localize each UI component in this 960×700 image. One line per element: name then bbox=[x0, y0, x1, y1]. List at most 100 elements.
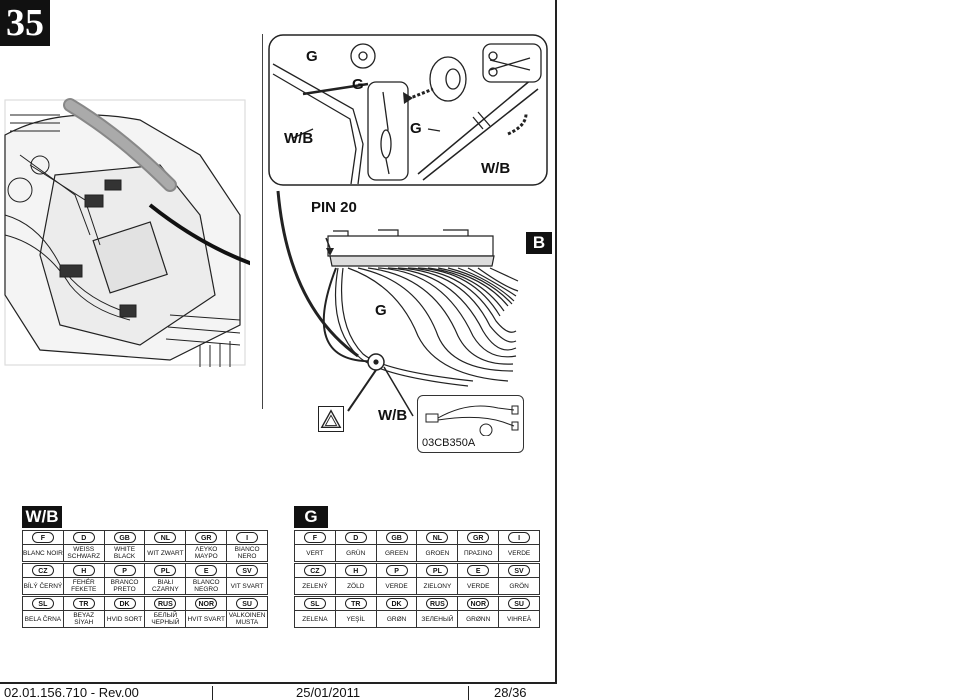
country-code-badge: E bbox=[195, 565, 218, 576]
table-row: SL TR DK RUS NOR SU bbox=[22, 594, 268, 611]
connector-harness-illustration bbox=[276, 190, 519, 417]
color-name-cell: ZELENA bbox=[294, 610, 336, 628]
color-name-cell: GRØNN bbox=[457, 610, 500, 628]
table-row: SL TR DK RUS NOR SU bbox=[294, 594, 540, 611]
harness-code: 03CB350A bbox=[422, 437, 476, 449]
country-code-badge: H bbox=[72, 565, 95, 576]
country-code-badge: RUS bbox=[426, 598, 449, 609]
detail-label-g-right: G bbox=[410, 120, 422, 137]
country-code-badge: PL bbox=[426, 565, 449, 576]
color-name-cell: VERT bbox=[294, 544, 336, 563]
country-code-badge: NL bbox=[426, 532, 449, 543]
country-code-badge: GR bbox=[195, 532, 218, 543]
color-name-cell: VERDE bbox=[498, 544, 540, 563]
detail-label-wb-left: W/B bbox=[284, 130, 314, 147]
color-name-cell: GRØN bbox=[375, 610, 418, 628]
country-code-badge: TR bbox=[72, 598, 95, 609]
connector-label-wb: W/B bbox=[378, 407, 408, 424]
color-name-cell: YEŞİL bbox=[334, 610, 377, 628]
country-code-badge: RUS bbox=[154, 598, 177, 609]
color-name-cell: VIHREÄ bbox=[498, 610, 540, 628]
country-code-badge: P bbox=[385, 565, 408, 576]
country-code-badge: DK bbox=[113, 598, 136, 609]
wb-color-table: F D GB NL GR I BLANC NOIR WEISS SCHWARZ … bbox=[22, 530, 268, 628]
color-name-cell: ΛΕΥΚΟ ΜΑΥΡΟ bbox=[185, 544, 228, 563]
color-name-cell: WIT ZWART bbox=[144, 544, 187, 563]
page-footer: 02.01.156.710 - Rev.00 25/01/2011 28/36 bbox=[0, 686, 557, 700]
country-code-badge: D bbox=[72, 532, 95, 543]
country-code-badge: P bbox=[113, 565, 136, 576]
country-code-badge: I bbox=[236, 532, 259, 543]
table-row: F D GB NL GR I bbox=[294, 530, 540, 545]
g-color-table: F D GB NL GR I VERT GRÜN GREEN GROEN ΠΡΑ… bbox=[294, 530, 540, 628]
color-name-cell: VALKOINEN MUSTA bbox=[226, 610, 268, 628]
table-row: ZELENA YEŞİL GRØN ЗЕЛЕНЫЙ GRØNN VIHREÄ bbox=[294, 610, 540, 628]
color-name-cell: GREEN bbox=[375, 544, 418, 563]
country-code-badge: CZ bbox=[31, 565, 54, 576]
harness-inset-icon bbox=[425, 405, 519, 436]
country-code-badge: PL bbox=[154, 565, 177, 576]
country-code-badge: E bbox=[467, 565, 490, 576]
color-name-cell: WHITE BLACK bbox=[103, 544, 146, 563]
color-name-cell: БЕЛЫЙ ЧЕРНЫЙ bbox=[144, 610, 187, 628]
step-number: 35 bbox=[0, 0, 50, 46]
color-name-cell: BIANCO NERO bbox=[226, 544, 268, 563]
color-name-cell: GROEN bbox=[416, 544, 459, 563]
detail-label-wb-right: W/B bbox=[481, 160, 511, 177]
country-code-badge: D bbox=[344, 532, 367, 543]
color-name-cell: VERDE bbox=[375, 577, 418, 596]
color-name-cell: WEISS SCHWARZ bbox=[62, 544, 105, 563]
vertical-divider bbox=[262, 34, 263, 409]
footer-page-number: 28/36 bbox=[494, 685, 527, 700]
harness-inset: 03CB350A bbox=[417, 395, 524, 453]
country-code-badge: GB bbox=[113, 532, 136, 543]
table-row: BÍLÝ ČERNÝ FEHÉR FEKETE BRANCO PRETO BIA… bbox=[22, 577, 268, 596]
detail-label-g-top: G bbox=[306, 48, 318, 65]
table-row: ZELENÝ ZÖLD VERDE ZIELONY VERDE GRÖN bbox=[294, 577, 540, 596]
color-name-cell: ZIELONY bbox=[416, 577, 459, 596]
country-code-badge: NOR bbox=[195, 598, 218, 609]
country-code-badge: DK bbox=[385, 598, 408, 609]
color-name-cell: GRÖN bbox=[498, 577, 540, 596]
table-row: CZ H P PL E SV bbox=[294, 561, 540, 578]
country-code-badge: F bbox=[303, 532, 326, 543]
reference-box-b: B bbox=[526, 232, 552, 254]
color-name-cell: BÍLÝ ČERNÝ bbox=[22, 577, 64, 596]
connector-label-g: G bbox=[375, 302, 387, 319]
color-name-cell: BELA ČRNA bbox=[22, 610, 64, 628]
wb-table-title: W/B bbox=[22, 506, 62, 528]
color-name-cell: VERDE bbox=[457, 577, 500, 596]
color-name-cell: FEHÉR FEKETE bbox=[62, 577, 105, 596]
table-row: F D GB NL GR I bbox=[22, 530, 268, 545]
country-code-badge: SL bbox=[303, 598, 326, 609]
country-code-badge: SV bbox=[236, 565, 259, 576]
color-name-cell: VIT SVART bbox=[226, 577, 268, 596]
country-code-badge: H bbox=[344, 565, 367, 576]
country-code-badge: SU bbox=[508, 598, 531, 609]
color-name-cell: BLANC NOIR bbox=[22, 544, 64, 563]
detail-label-g-mid: G bbox=[352, 76, 364, 93]
country-code-badge: SV bbox=[508, 565, 531, 576]
table-row: BELA ČRNA BEYAZ SİYAH HVID SORT БЕЛЫЙ ЧЕ… bbox=[22, 610, 268, 628]
splice-detail-illustration bbox=[268, 34, 548, 186]
color-name-cell: BEYAZ SİYAH bbox=[62, 610, 105, 628]
country-code-badge: F bbox=[31, 532, 54, 543]
color-name-cell: HVIT SVART bbox=[185, 610, 228, 628]
color-name-cell: BIAŁI CZARNY bbox=[144, 577, 187, 596]
footer-date: 25/01/2011 bbox=[296, 685, 361, 700]
color-name-cell: ЗЕЛЕНЫЙ bbox=[416, 610, 459, 628]
footer-doc-ref: 02.01.156.710 - Rev.00 bbox=[4, 685, 139, 700]
engine-bay-illustration bbox=[4, 98, 250, 367]
instruction-page: 35 bbox=[0, 0, 557, 684]
color-name-cell: BRANCO PRETO bbox=[103, 577, 146, 596]
color-name-cell: ZÖLD bbox=[334, 577, 377, 596]
country-code-badge: CZ bbox=[303, 565, 326, 576]
footer-divider bbox=[468, 686, 469, 700]
color-name-cell: BLANCO NEGRO bbox=[185, 577, 228, 596]
pin-label: PIN 20 bbox=[311, 199, 357, 216]
table-row: BLANC NOIR WEISS SCHWARZ WHITE BLACK WIT… bbox=[22, 544, 268, 563]
country-code-badge: SU bbox=[236, 598, 259, 609]
color-name-cell: HVID SORT bbox=[103, 610, 146, 628]
country-code-badge: TR bbox=[344, 598, 367, 609]
g-table-title: G bbox=[294, 506, 328, 528]
